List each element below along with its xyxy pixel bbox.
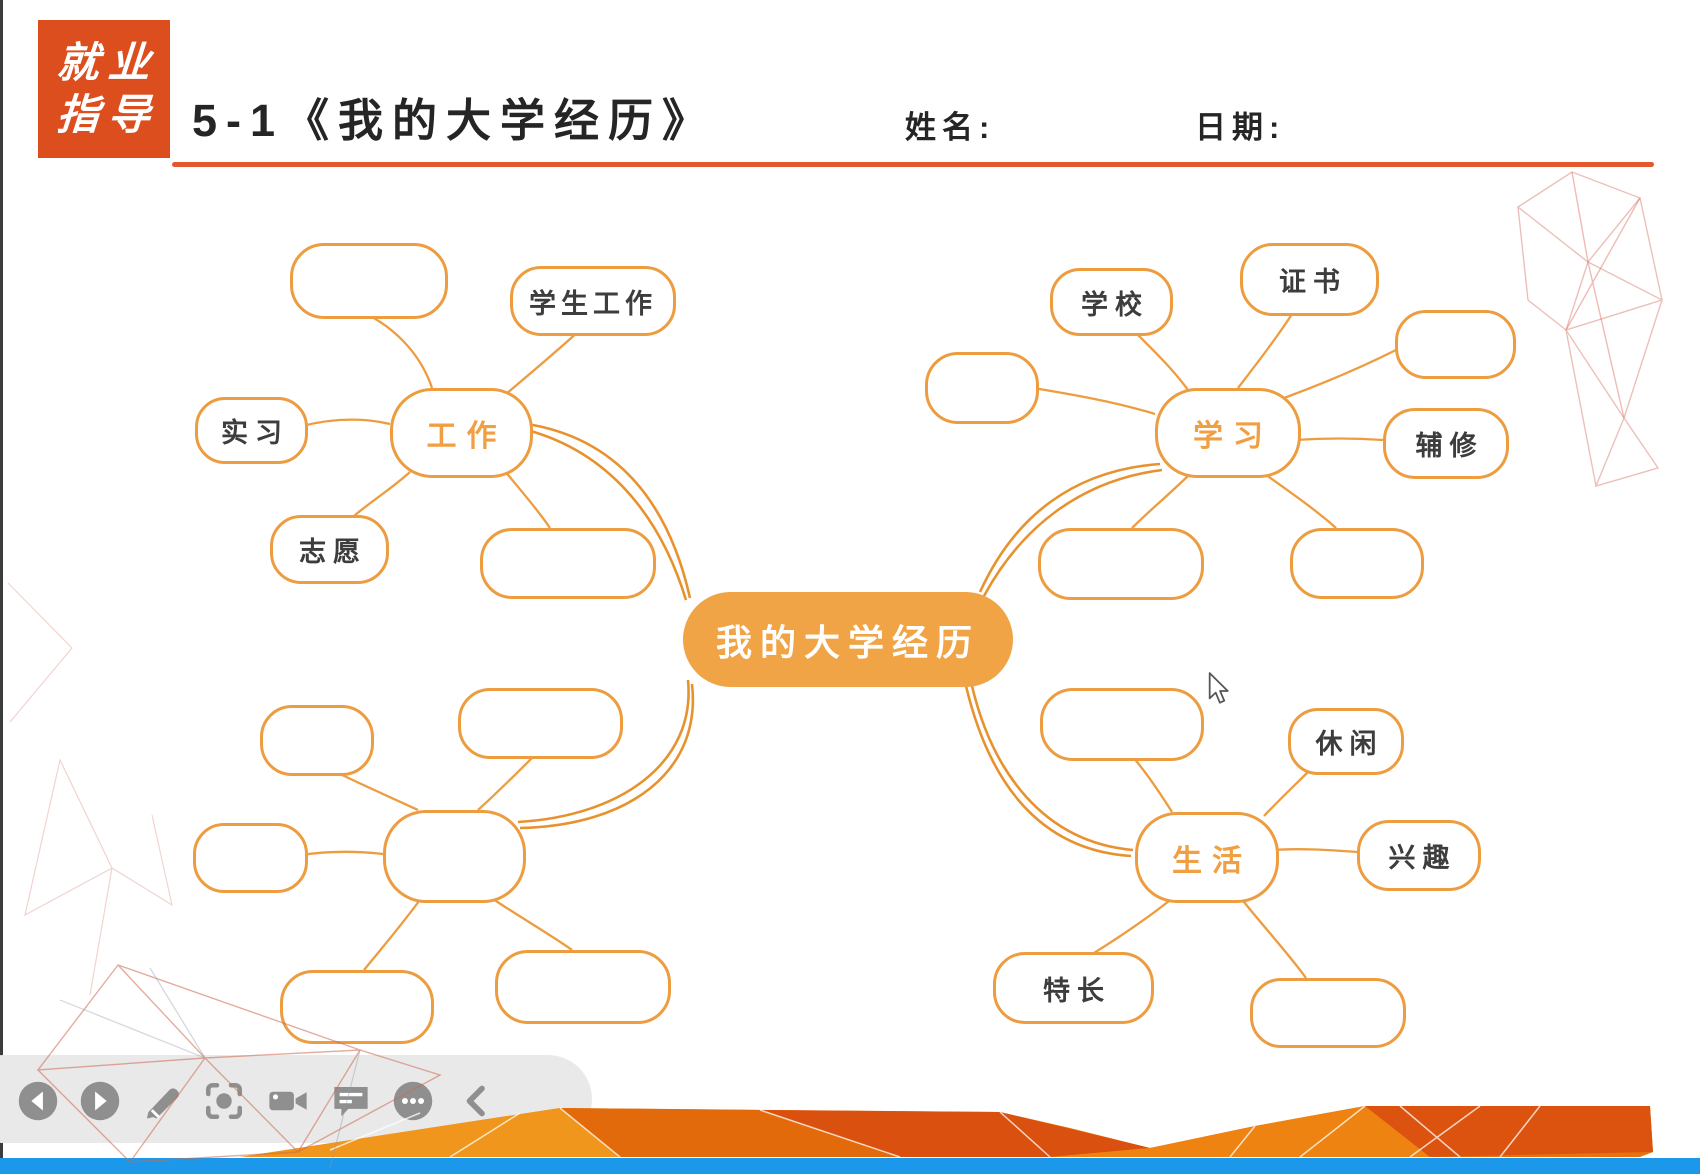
page-title: 5-1《我的大学经历》 (192, 95, 717, 146)
pen-tool-button[interactable] (141, 1079, 185, 1123)
ellipsis-circle-icon (393, 1081, 433, 1121)
mindmap-node-specialty: 特长 (993, 952, 1154, 1024)
mindmap-node-blank (925, 352, 1039, 424)
more-options-button[interactable] (391, 1079, 435, 1123)
mindmap-hub-study: 学习 (1155, 388, 1301, 478)
mindmap-hub-work: 工作 (390, 388, 533, 478)
mindmap-node-internship: 实习 (195, 397, 308, 464)
camera-button[interactable] (266, 1079, 310, 1123)
mindmap-node-certificate: 证书 (1240, 243, 1379, 316)
focus-brackets-icon (205, 1082, 243, 1120)
chevron-left-icon (466, 1085, 485, 1117)
mindmap-node-blank (1290, 528, 1424, 599)
window-left-edge (0, 0, 3, 1174)
circle-left-arrow-icon (18, 1081, 58, 1121)
pencil-icon (146, 1088, 179, 1119)
mindmap-node-blank (280, 970, 434, 1044)
bottom-blue-bar (0, 1158, 1700, 1174)
mindmap-node-blank (1040, 688, 1204, 761)
mindmap-node-blank (1395, 310, 1516, 379)
video-camera-icon (269, 1091, 307, 1111)
comments-button[interactable] (329, 1079, 373, 1123)
mouse-cursor (1208, 672, 1229, 704)
mindmap-center-node: 我的大学经历 (683, 592, 1013, 687)
mindmap-node-blank (458, 688, 623, 759)
mindmap-node-minor: 辅修 (1383, 408, 1509, 479)
mindmap-hub-blank (383, 810, 526, 903)
mindmap-node-interest: 兴趣 (1357, 820, 1481, 891)
mindmap-hub-life: 生活 (1135, 812, 1279, 903)
collapse-toolbar-button[interactable] (455, 1079, 499, 1123)
date-label: 日期: (1195, 110, 1286, 145)
mindmap-node-blank (260, 705, 374, 776)
next-slide-button[interactable] (78, 1079, 122, 1123)
mindmap-node-blank (193, 823, 308, 893)
previous-slide-button[interactable] (16, 1079, 60, 1123)
course-logo: 就业 指导 (38, 20, 170, 158)
mindmap-node-leisure: 休闲 (1288, 708, 1404, 775)
mindmap-node-blank (290, 243, 448, 319)
header-underline (172, 162, 1654, 167)
mindmap-node-student-work: 学生工作 (510, 266, 676, 336)
mindmap-node-blank (495, 950, 671, 1024)
circle-right-arrow-icon (80, 1081, 120, 1121)
mindmap-node-school: 学校 (1050, 268, 1173, 336)
chat-bubble-icon (334, 1087, 368, 1117)
focus-spotlight-button[interactable] (202, 1079, 246, 1123)
mindmap-node-blank (1038, 528, 1204, 600)
mindmap-node-blank (1250, 978, 1406, 1048)
name-label: 姓名: (905, 110, 996, 145)
mindmap-node-volunteer: 志愿 (270, 515, 389, 584)
mindmap-node-blank (480, 528, 656, 599)
